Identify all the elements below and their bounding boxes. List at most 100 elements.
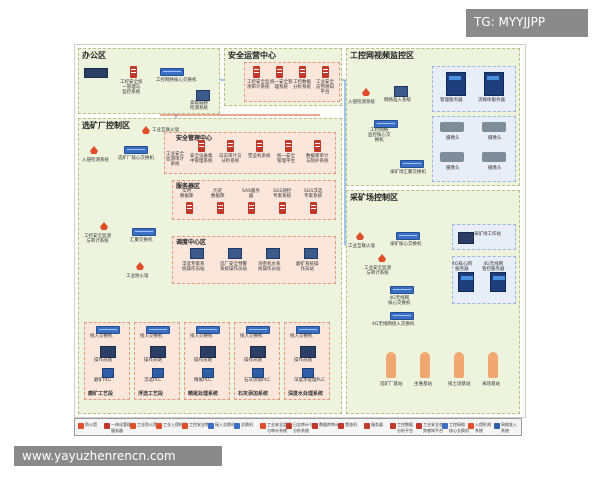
workshop-access-switch-icon-2[interactable] [146,326,170,334]
plant-audit-icon[interactable] [100,222,108,230]
legend-icon-17 [494,423,500,429]
streaming-server-icon[interactable] [484,72,504,96]
plant-core-switch-icon[interactable] [124,146,148,154]
plant-ids-icon[interactable] [90,146,98,154]
4g-ring-switch-icon[interactable] [390,286,414,294]
service-title: 服务器区 [176,183,201,190]
ics-ids-label: 入侵检测系统 [348,100,375,105]
watermark-top: TG: MYYJJPP [474,15,546,29]
office-threat-label: 高级威胁 检测系统 [190,101,208,111]
workshop-access-switch-label-1: 接入交换机 [90,334,113,339]
4g-core-server-label: 4G核心网 服务器 [452,262,472,272]
plant-sec-server-icon-2[interactable] [227,140,234,152]
office-pc-icon[interactable] [84,68,108,78]
mining-core-switch-icon[interactable] [396,232,420,240]
workshop-access-switch-icon-4[interactable] [246,326,270,334]
service-server-icon-5[interactable] [310,202,317,214]
office-core-switch-icon[interactable] [160,68,184,76]
legend-icon-14 [416,423,422,429]
workshop-plc-icon-1[interactable] [102,368,114,378]
camera-label-2: 摄像头 [488,136,502,141]
plant-fw-mid-icon[interactable] [136,262,144,270]
dispatch-item-3: 浓密机水系 统操作员站 [258,262,281,272]
workshop-plc-icon-5[interactable] [302,368,314,378]
camera-icon-4[interactable] [482,152,506,162]
plant-sec-item-1: 安全设备集 中管理系统 [190,154,213,164]
plant-sec-server-icon-3[interactable] [256,140,263,152]
legend-icon-16 [468,423,474,429]
camera-icon-1[interactable] [440,122,464,132]
tower-icon-4[interactable] [488,352,498,378]
dispatch-pc-icon-3[interactable] [266,248,280,259]
4g-access-switch-icon[interactable] [390,312,414,320]
plant-sec-server-icon-5[interactable] [314,140,321,152]
watermark-top-box: TG: MYYJJPP [466,9,588,37]
workshop-hmi-icon-1[interactable] [100,346,116,358]
ics-monitor-switch-icon[interactable] [374,120,398,128]
ics-ids-icon[interactable] [362,88,370,96]
tower-icon-3[interactable] [454,352,464,378]
workshop-plc-icon-4[interactable] [252,368,264,378]
security-manage-title: 安全管理中心 [176,135,213,142]
plant-sec-server-icon-1[interactable] [198,140,205,152]
workshop-area-3 [184,322,230,400]
workshop-access-switch-icon-1[interactable] [96,326,120,334]
workshop-plc-icon-3[interactable] [202,368,214,378]
dispatch-pc-icon-4[interactable] [304,248,318,259]
office-threat-icon[interactable] [196,90,210,101]
4g-mgmt-server-icon[interactable] [490,272,506,292]
workshop-access-switch-icon-5[interactable] [296,326,320,334]
legend-icon-7 [234,423,240,429]
plant-sec-server-icon-4[interactable] [285,140,292,152]
legend-label-10: 数据库审计 [319,422,339,427]
dispatch-pc-icon-2[interactable] [228,248,242,259]
ics-access-label: 网络准入系统 [384,98,411,103]
mining-workstation-icon[interactable] [458,232,474,244]
security-center-server-icon-3[interactable] [299,66,306,78]
workshop-hmi-icon-4[interactable] [250,346,266,358]
dispatch-pc-icon-1[interactable] [190,248,204,259]
camera-icon-2[interactable] [482,122,506,132]
4g-core-server-icon[interactable] [458,272,474,292]
tower-icon-1[interactable] [386,352,396,378]
workshop-hmi-icon-2[interactable] [150,346,166,358]
service-server-icon-4[interactable] [279,202,286,214]
legend-icon-3 [130,423,136,429]
plant-sec-item-4: 统一安全 管理平台 [277,154,295,164]
workshop-hmi-label-3: 操作员站 [194,358,212,363]
legend-icon-6 [208,423,214,429]
mining-audit-icon[interactable] [378,254,386,262]
service-server-icon-1[interactable] [186,202,193,214]
workshop-area-4 [234,322,280,400]
service-server-icon-2[interactable] [217,202,224,214]
camera-icon-3[interactable] [440,152,464,162]
service-server-icon-3[interactable] [248,202,255,214]
security-center-server-icon-2[interactable] [276,66,283,78]
mining-agg-switch-label: 采矿场汇聚交换机 [390,170,426,175]
legend-label-7: 交换机 [241,422,253,427]
security-center-server-icon-4[interactable] [322,66,329,78]
workshop-access-switch-icon-3[interactable] [196,326,220,334]
legend-label-14: 工业安全态 势感知平台 [423,422,443,433]
management-server-icon[interactable] [446,72,466,96]
tower-icon-2[interactable] [420,352,430,378]
workshop-plc-icon-2[interactable] [152,368,164,378]
plant-sec-item-3: 堡垒机系统 [248,154,271,159]
plant-fw-top-icon[interactable] [142,126,150,134]
plant-sec-item-5: 数据库审计 与防护系统 [306,154,329,164]
mining-workstation-label: 采矿场工作站 [474,232,501,237]
workshop-area-5 [284,322,330,400]
workshop-hmi-icon-3[interactable] [200,346,216,358]
workshop-hmi-icon-5[interactable] [300,346,316,358]
ics-access-icon[interactable] [394,86,408,97]
workshop-title-5: 深度水处理系统 [288,391,324,397]
ics-video-title: 工控网视频监控区 [350,51,414,60]
mining-agg-switch-icon[interactable] [400,160,424,168]
security-center-server-icon-1[interactable] [253,66,260,78]
plant-control-title: 选矿厂控制区 [82,121,130,130]
office-server-icon[interactable] [130,66,137,78]
mining-fw-icon[interactable] [356,232,364,240]
plant-agg-switch-icon[interactable] [132,228,156,236]
security-center-title: 安全运营中心 [228,51,276,60]
legend-icon-13 [390,423,396,429]
